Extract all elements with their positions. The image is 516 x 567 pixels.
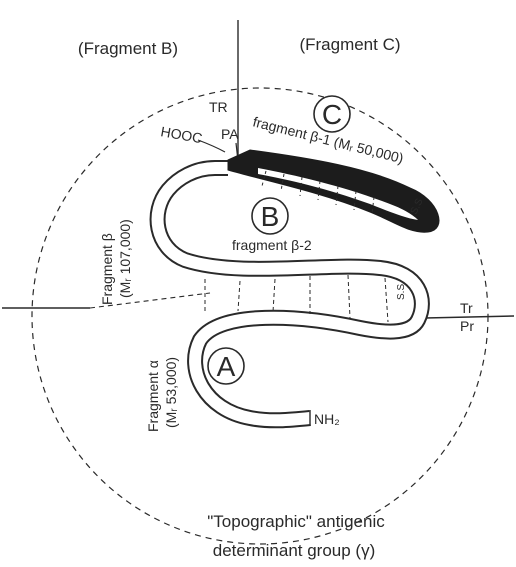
fragment-alpha-line2: (Mᵣ 53,000) — [163, 357, 179, 428]
nh2-label: NH₂ — [314, 411, 340, 427]
ss-lower-label: S.S — [396, 284, 407, 300]
pa-label: PA — [221, 126, 239, 142]
hooc-label: HOOC — [159, 123, 203, 146]
fragment-c-header: (Fragment C) — [299, 35, 400, 54]
tr-right-label: Tr — [460, 300, 473, 316]
fragment-b-header: (Fragment B) — [78, 39, 178, 58]
fragment-alpha-line1: Fragment α — [145, 360, 161, 432]
domain-a-label: A — [217, 351, 236, 382]
fragment-beta-line1: Fragment β — [99, 233, 115, 305]
pr-right-label: Pr — [460, 318, 474, 334]
caption-line2: determinant group (γ) — [213, 541, 376, 560]
domain-b-label: B — [261, 201, 280, 232]
tr-top-label: TR — [209, 99, 228, 115]
caption-line1: "Topographic" antigenic — [207, 512, 385, 531]
fragment-beta-line2: (Mᵣ 107,000) — [117, 219, 133, 298]
fragment-beta2-label: fragment β-2 — [232, 237, 312, 253]
domain-c-label: C — [322, 99, 342, 130]
